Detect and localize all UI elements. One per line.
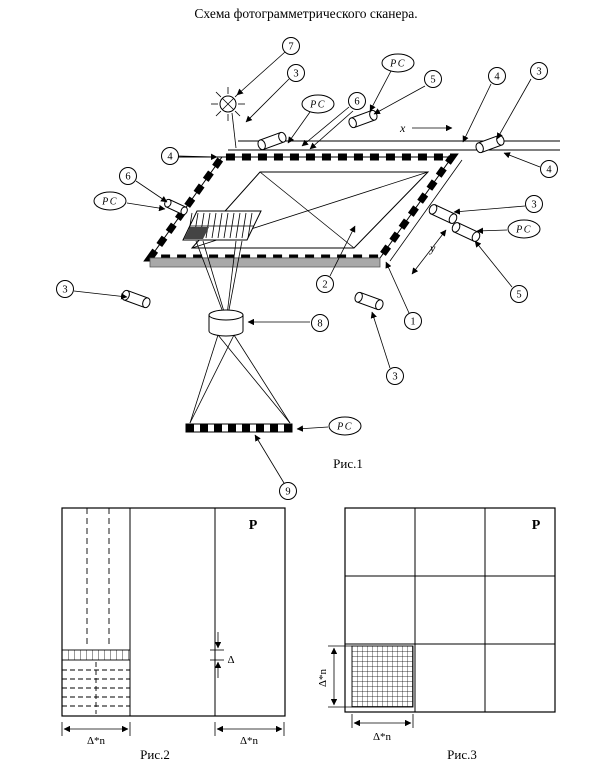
callout-3-frontright: 3 — [386, 367, 404, 385]
pc-oval-upper-mid: РС — [301, 94, 335, 114]
figure-1: x y — [56, 37, 560, 500]
callout-6-top: 6 — [348, 92, 366, 110]
dim-label: Δ*n — [373, 731, 392, 743]
dim-label: Δ*n — [240, 735, 259, 747]
pc-oval-top: РС — [381, 53, 415, 73]
svg-text:3: 3 — [531, 200, 536, 211]
fig3-dim-left: Δ*n — [317, 645, 352, 708]
lens-icon — [208, 309, 244, 337]
figure-2: Δ Δ*n Δ*n P Рис.2 — [61, 507, 286, 762]
fig2-scan-strip — [61, 649, 131, 661]
motor-icon-front-left — [121, 289, 151, 309]
fig2-column-lines — [129, 508, 216, 716]
figure-3: Δ*n Δ*n P Рис.3 — [317, 507, 556, 762]
page-title: Схема фотограмметрического сканера. — [194, 6, 417, 21]
delta-label: Δ — [227, 654, 234, 666]
fig2-dashed-guides — [86, 508, 110, 648]
svg-text:РС: РС — [309, 100, 326, 111]
svg-text:3: 3 — [392, 372, 397, 383]
fig3-plane-label: P — [532, 518, 541, 533]
upper-cone — [195, 240, 243, 316]
table-front-slab — [149, 257, 381, 268]
svg-text:4: 4 — [167, 152, 173, 163]
svg-text:6: 6 — [125, 172, 130, 183]
svg-text:4: 4 — [546, 165, 552, 176]
fig2-dim-bottom-right: Δ*n — [214, 722, 285, 747]
svg-text:РС: РС — [101, 197, 118, 208]
motor-icon-left-edge — [164, 198, 188, 216]
callout-5-top: 5 — [424, 70, 442, 88]
callout-1: 1 — [404, 312, 422, 330]
pc-oval-left: РС — [93, 191, 127, 211]
fig2-frame — [61, 507, 286, 717]
y-axis-label: y — [429, 241, 436, 255]
svg-text:4: 4 — [494, 72, 500, 83]
motor-icon-top-left — [257, 131, 287, 151]
svg-text:РС: РС — [515, 225, 532, 236]
dim-label: Δ*n — [317, 668, 329, 687]
fig1-caption: Рис.1 — [333, 456, 363, 471]
svg-text:2: 2 — [322, 280, 327, 291]
lower-cone — [189, 334, 291, 424]
motor-icon-top-mid — [348, 109, 378, 129]
axis-x: x — [399, 121, 453, 135]
callout-6-left: 6 — [119, 167, 137, 185]
fig2-delta-dimension: Δ — [210, 632, 235, 678]
fig3-grid-lines — [345, 508, 555, 712]
motor-icon-top-right — [475, 134, 505, 154]
svg-text:3: 3 — [62, 285, 67, 296]
svg-text:РС: РС — [389, 59, 406, 70]
bottom-plate — [185, 423, 293, 433]
callout-7: 7 — [282, 37, 300, 55]
callout-8: 8 — [311, 314, 329, 332]
svg-text:1: 1 — [410, 317, 415, 328]
svg-text:7: 7 — [288, 42, 293, 53]
callout-5-right: 5 — [510, 285, 528, 303]
callout-4-right: 4 — [540, 160, 558, 178]
motor-icon-front-right — [354, 291, 384, 311]
fig3-caption: Рис.3 — [447, 747, 477, 762]
svg-text:3: 3 — [293, 69, 298, 80]
leader-arrows — [73, 51, 541, 484]
callout-3-right: 3 — [525, 195, 543, 213]
fig2-plane-label: P — [249, 518, 258, 533]
fig2-dim-bottom-left: Δ*n — [61, 722, 131, 747]
svg-text:8: 8 — [317, 319, 322, 330]
pc-oval-bottom: РС — [328, 416, 362, 436]
callout-3-topright: 3 — [530, 62, 548, 80]
x-axis-label: x — [399, 121, 406, 135]
motor-icon-right-1 — [428, 204, 458, 224]
callout-4-left: 4 — [161, 147, 179, 165]
svg-text:5: 5 — [430, 75, 435, 86]
callout-4-top: 4 — [488, 67, 506, 85]
callout-3-lamp: 3 — [287, 64, 305, 82]
fig2-scanned-rows — [62, 662, 130, 714]
callout-9: 9 — [279, 482, 297, 500]
axis-y: y — [411, 229, 447, 275]
fig3-dim-bottom: Δ*n — [351, 714, 414, 743]
svg-text:РС: РС — [336, 422, 353, 433]
motor-icon-right-2 — [451, 222, 481, 242]
callout-2: 2 — [316, 275, 334, 293]
sensor-patch — [182, 210, 262, 241]
svg-text:9: 9 — [285, 487, 290, 498]
svg-text:6: 6 — [354, 97, 359, 108]
svg-text:3: 3 — [536, 67, 541, 78]
pc-oval-right: РС — [507, 219, 541, 239]
lamp-stem — [231, 112, 237, 149]
fig2-caption: Рис.2 — [140, 747, 170, 762]
svg-text:5: 5 — [516, 290, 521, 301]
dim-label: Δ*n — [87, 735, 106, 747]
callout-3-frontleft: 3 — [56, 280, 74, 298]
fig3-fine-grid — [351, 645, 414, 708]
